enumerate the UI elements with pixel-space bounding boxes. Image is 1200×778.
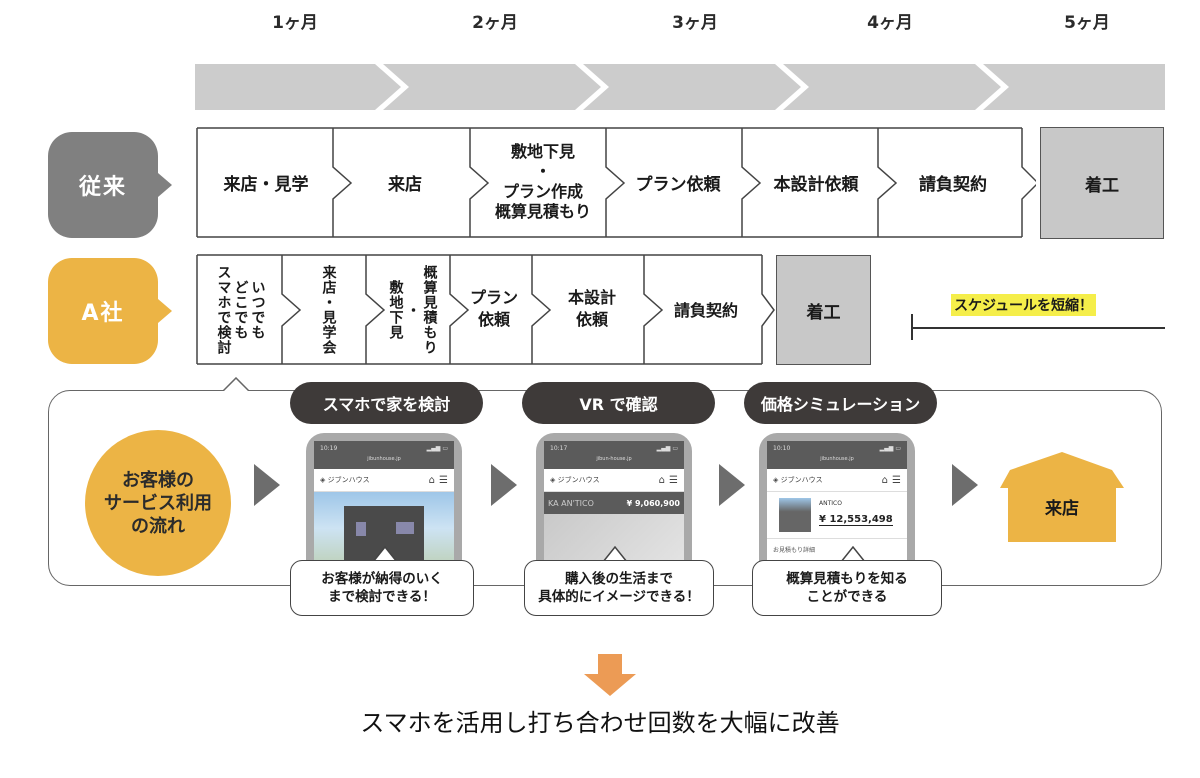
conventional-step-5: 本設計依頼 xyxy=(773,174,859,195)
schedule-shortened-line xyxy=(912,327,1165,329)
shop-icon: ⌂ xyxy=(658,474,666,486)
month-label-2: 2ヶ月 xyxy=(472,13,518,33)
month-label-4: 4ヶ月 xyxy=(867,13,913,33)
flow-arrow-2 xyxy=(491,464,517,506)
shop-icon: ⌂ xyxy=(428,474,436,486)
month-label-3: 3ヶ月 xyxy=(672,13,718,33)
down-arrow-icon xyxy=(584,654,636,696)
callout-2-tip xyxy=(603,546,627,562)
company-a-step-5: 本設計 依頼 xyxy=(567,288,616,329)
store-visit-label: 来店 xyxy=(1045,498,1079,519)
month-chevron-4 xyxy=(783,64,1001,110)
company-a-steps-outline xyxy=(196,254,775,365)
house-thumbnail xyxy=(779,498,811,532)
service-flow-title: お客様の サービス利用 の流れ xyxy=(85,430,231,576)
flow-arrow-3 xyxy=(719,464,745,506)
stage-2-callout: 購入後の生活まで 具体的にイメージできる！ xyxy=(524,560,714,616)
conventional-badge: 従来 xyxy=(48,132,172,238)
phone-time: 10:10 xyxy=(773,445,791,452)
conventional-step-2: 来店 xyxy=(388,174,422,195)
month-chevron-5 xyxy=(983,64,1165,110)
callout-3-tip xyxy=(841,546,865,562)
month-chevron-1 xyxy=(195,64,401,110)
month-chevron-3 xyxy=(583,64,801,110)
conventional-step-1: 来店・見学 xyxy=(223,174,309,195)
phone-price: ¥ 12,553,498 xyxy=(819,514,893,526)
phone-brand: ◈ ジブンハウス xyxy=(320,476,370,484)
company-a-step-6: 請負契約 xyxy=(673,301,738,320)
company-a-step-2: 来店・見学会 xyxy=(320,265,337,355)
menu-icon: ☰ xyxy=(669,474,678,486)
phone-mockup-price: 10:10 jibunhouse.jp ▂▄▆ ▭ ◈ ジブンハウス ⌂☰ AN… xyxy=(759,433,915,583)
shop-icon: ⌂ xyxy=(881,474,889,486)
signal-icon: ▂▄▆ ▭ xyxy=(879,445,901,452)
stage-1-callout: お客様が納得のいく まで検討できる！ xyxy=(290,560,474,616)
estimate-detail-link: お見積もり詳細 xyxy=(767,539,907,561)
month-chevron-2 xyxy=(383,64,601,110)
phone-status-bar: 10:19 jibunhouse.jp ▂▄▆ ▭ xyxy=(314,441,454,469)
stage-3-callout: 概算見積もりを知る ことができる xyxy=(752,560,942,616)
company-a-step-4: プラン 依頼 xyxy=(469,288,518,329)
conventional-step-4: プラン依頼 xyxy=(635,174,721,195)
phone-price: ¥ 9,060,900 xyxy=(626,498,680,508)
company-a-label: A社 xyxy=(81,301,125,326)
conclusion-text: スマホを活用し打ち合わせ回数を大幅に改善 xyxy=(360,709,840,737)
month-label-5: 5ヶ月 xyxy=(1064,13,1110,33)
flow-arrow-1 xyxy=(254,464,280,506)
schedule-shortened-label: スケジュールを短縮！ xyxy=(951,294,1097,316)
callout-1-tip xyxy=(373,546,397,562)
conventional-construction-start: 着工 xyxy=(1040,127,1164,239)
company-a-badge: A社 xyxy=(48,258,172,364)
phone-status-bar: 10:10 jibunhouse.jp ▂▄▆ ▭ xyxy=(767,441,907,469)
stage-3-pill: 価格シミュレーション xyxy=(744,382,937,424)
flow-arrow-4 xyxy=(952,464,978,506)
stage-2-pill: VR で確認 xyxy=(522,382,715,424)
company-a-step-3: 概算見積もり ・ 敷地下見 xyxy=(387,265,438,355)
phone-time: 10:17 xyxy=(550,445,568,452)
signal-icon: ▂▄▆ ▭ xyxy=(656,445,678,452)
month-label-1: 1ヶ月 xyxy=(272,13,318,33)
stage-1-pill: スマホで家を検討 xyxy=(290,382,483,424)
conventional-steps-outline xyxy=(196,127,1036,238)
company-a-construction-start: 着工 xyxy=(776,255,871,365)
conventional-step-3: 敷地下見 ・ プラン作成 概算見積もり xyxy=(494,142,591,221)
phone-model: KA AN'TICO xyxy=(548,498,594,508)
menu-icon: ☰ xyxy=(439,474,448,486)
flow-panel-notch xyxy=(222,377,250,393)
signal-icon: ▂▄▆ ▭ xyxy=(426,445,448,452)
phone-url: jibunhouse.jp xyxy=(367,456,401,462)
phone-url: jibun-house.jp xyxy=(596,456,632,462)
store-visit-house-icon xyxy=(1000,452,1124,542)
phone-status-bar: 10:17 jibun-house.jp ▂▄▆ ▭ xyxy=(544,441,684,469)
timeline-banner xyxy=(195,64,1165,110)
conventional-step-6: 請負契約 xyxy=(919,174,987,195)
phone-brand: ◈ ジブンハウス xyxy=(550,476,600,484)
phone-brand: ◈ ジブンハウス xyxy=(773,476,823,484)
phone-time: 10:19 xyxy=(320,445,338,452)
phone-url: jibunhouse.jp xyxy=(820,456,854,462)
menu-icon: ☰ xyxy=(892,474,901,486)
company-a-step-1: いつでも どこでも スマホで検討 xyxy=(215,265,266,355)
phone-model: ANTICO xyxy=(819,500,842,507)
conventional-label: 従来 xyxy=(78,175,127,200)
